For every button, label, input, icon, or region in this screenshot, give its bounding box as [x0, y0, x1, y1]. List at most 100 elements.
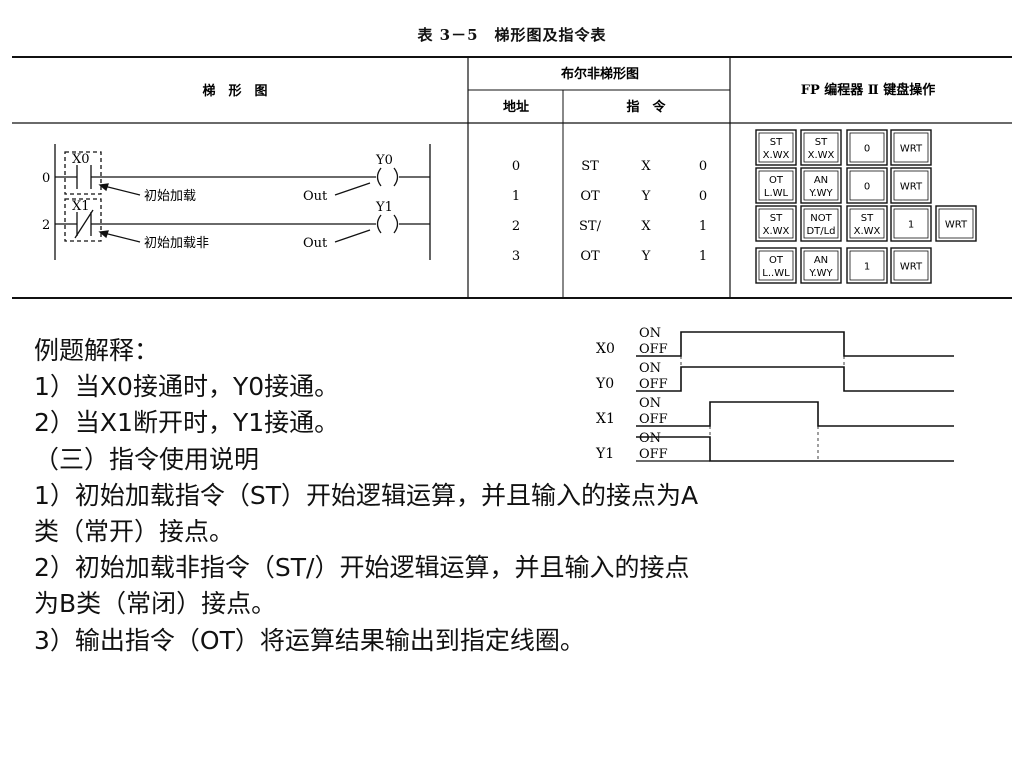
row-op: OT — [580, 249, 600, 264]
signal-name: X1 — [596, 411, 615, 427]
key-frame — [846, 167, 888, 204]
row-address: 2 — [512, 219, 520, 234]
signal-waveform — [636, 436, 954, 462]
header-boolean: 布尔非梯形图 — [561, 66, 639, 82]
keyboard-key: AN Y.WY — [800, 167, 842, 204]
out0-leader — [334, 182, 371, 196]
row-device: X — [641, 219, 651, 234]
key-frame — [755, 167, 797, 204]
signal-on-label: ON — [639, 431, 661, 446]
row-number: 1 — [699, 219, 707, 234]
key-top-label: OT — [769, 255, 784, 266]
key-frame — [800, 247, 842, 284]
explain-line: （三）指令使用说明 — [34, 444, 260, 474]
key-inner-frame — [803, 132, 839, 163]
signal-waveform — [636, 366, 954, 392]
label1-arrow — [98, 230, 109, 239]
keyboard-key: STX.WX — [755, 129, 797, 166]
explain-line: 1）初始加载指令（ST）开始逻辑运算，并且输入的接点为A — [34, 480, 699, 510]
key-frame — [890, 129, 932, 166]
key-frame — [755, 129, 797, 166]
explanation-text: 例题解释： 1）当X0接通时，Y0接通。 2）当X1断开时，Y1接通。 （三）指… — [34, 333, 964, 659]
signal-off-label: OFF — [639, 342, 668, 357]
key-frame — [755, 247, 797, 284]
key-top-label: AN — [814, 255, 828, 266]
table-title: 表 3－5 梯形图及指令表 — [417, 26, 607, 44]
key-label: WRT — [945, 220, 968, 231]
key-label: WRT — [900, 144, 923, 155]
label1-text: 初始加载非 — [144, 236, 209, 251]
instruction-rows: 0 ST X 0 1 OT Y 0 2 ST/ X 1 3 OT Y 1 — [512, 159, 707, 264]
label0-arrow — [98, 183, 109, 192]
keyboard-key: WRT — [935, 205, 977, 242]
contact-x0-box — [64, 151, 102, 195]
explain-line: 例题解释： — [34, 336, 160, 365]
key-inner-frame — [893, 250, 929, 281]
keyboard-key: WRT — [890, 247, 932, 284]
rung1-step: 2 — [42, 218, 50, 233]
instruction-row: 1 OT Y 0 — [512, 189, 707, 204]
ladder-instruction-table: 梯 形 图 布尔非梯形图 地址 指 令 FP 编程器 Ⅱ 键盘操作 0 ST X… — [12, 56, 1012, 299]
key-label: 0 — [864, 182, 870, 193]
key-bottom-label: X.WX — [854, 226, 881, 237]
key-inner-frame — [893, 208, 929, 239]
key-label: WRT — [900, 262, 923, 273]
key-inner-frame — [849, 170, 885, 201]
key-bottom-label: L..WL — [762, 268, 790, 279]
key-inner-frame — [758, 250, 794, 281]
key-frame — [755, 205, 797, 242]
keyboard-key: 0 — [846, 167, 888, 204]
contact-x1-label: X1 — [72, 199, 90, 214]
key-frame — [935, 205, 977, 242]
signal-waveform — [636, 401, 954, 427]
rung0-step: 0 — [42, 171, 50, 186]
key-frame — [846, 129, 888, 166]
key-top-label: AN — [814, 175, 828, 186]
explain-line: 类（常开）接点。 — [34, 517, 235, 547]
key-inner-frame — [758, 132, 794, 163]
key-top-label: ST — [861, 213, 874, 224]
keyboard-key: 1 — [846, 247, 888, 284]
header-instruction: 指 令 — [626, 99, 666, 115]
signal-off-label: OFF — [639, 412, 668, 427]
row-address: 1 — [512, 189, 520, 204]
explain-line: 为B类（常闭）接点。 — [34, 589, 277, 619]
out0-text: Out — [303, 189, 328, 204]
key-inner-frame — [803, 208, 839, 239]
key-top-label: OT — [769, 175, 784, 186]
row-op: ST/ — [579, 219, 602, 234]
key-frame — [800, 129, 842, 166]
key-bottom-label: Y.WY — [808, 188, 833, 199]
explain-line: 2）初始加载非指令（ST/）开始逻辑运算，并且输入的接点 — [34, 553, 690, 583]
signal-on-label: ON — [639, 361, 661, 376]
header-ladder: 梯 形 图 — [202, 83, 267, 99]
key-frame — [890, 167, 932, 204]
row-number: 0 — [699, 189, 707, 204]
key-label: 1 — [908, 220, 914, 231]
signal-on-label: ON — [639, 396, 661, 411]
key-frame — [846, 205, 888, 242]
key-frame — [800, 167, 842, 204]
keyboard-key: WRT — [890, 129, 932, 166]
key-bottom-label: L.WL — [764, 188, 789, 199]
explain-line: 2）当X1断开时，Y1接通。 — [34, 408, 340, 438]
header-address: 地址 — [503, 99, 529, 115]
key-frame — [846, 247, 888, 284]
key-label: WRT — [900, 182, 923, 193]
contact-x0-label: X0 — [72, 152, 90, 167]
signal-off-label: OFF — [639, 377, 668, 392]
key-top-label: NOT — [810, 213, 832, 224]
key-inner-frame — [893, 170, 929, 201]
key-inner-frame — [849, 132, 885, 163]
label0-text: 初始加载 — [144, 189, 196, 204]
row-number: 0 — [699, 159, 707, 174]
explain-line: 3）输出指令（OT）将运算结果输出到指定线圈。 — [34, 625, 585, 655]
key-frame — [800, 205, 842, 242]
